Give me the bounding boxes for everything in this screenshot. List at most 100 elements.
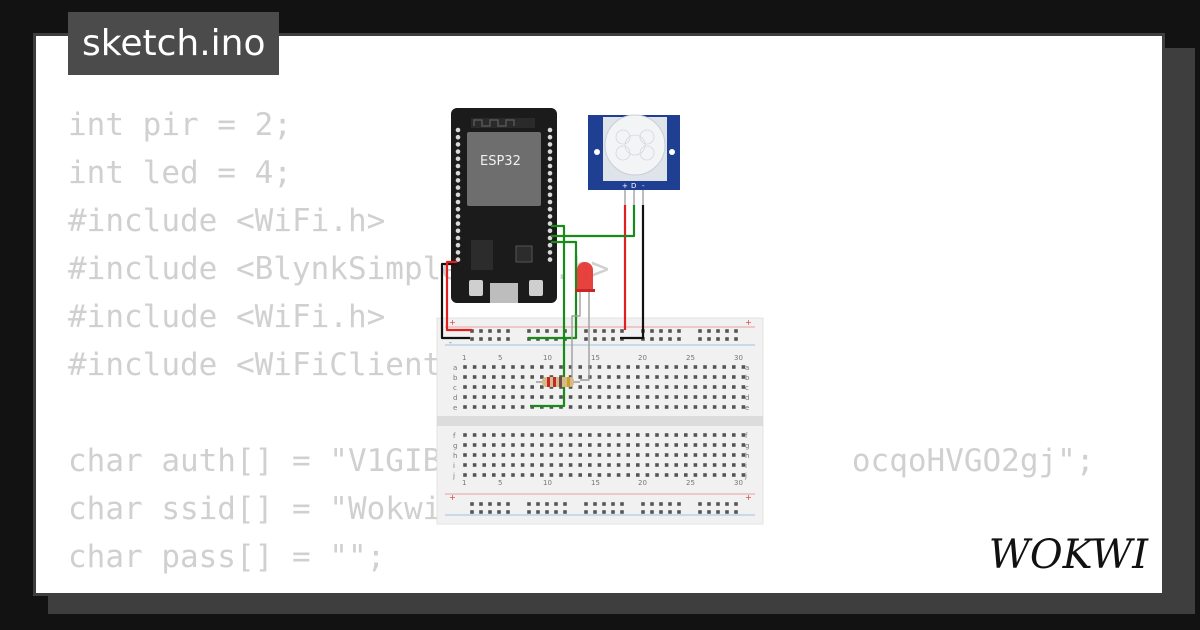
breadboard-hole (488, 337, 492, 341)
column-number: 20 (638, 479, 647, 487)
breadboard-hole (722, 443, 726, 447)
esp32-pin (547, 134, 553, 140)
breadboard-hole (511, 375, 515, 379)
breadboard-hole (488, 502, 492, 506)
circuit-diagram: + + - + + 1 5 10 15 20 25 30 1 5 10 15 2… (436, 108, 764, 525)
breadboard-hole (698, 510, 702, 514)
breadboard-hole (482, 443, 486, 447)
breadboard-hole (650, 337, 654, 341)
filename-tab[interactable]: sketch.ino (68, 12, 280, 75)
breadboard-hole (732, 473, 736, 477)
breadboard-hole (568, 453, 573, 457)
red-led[interactable] (575, 262, 595, 292)
breadboard-hole (741, 453, 746, 457)
breadboard-hole (492, 385, 496, 389)
breadboard-hole (472, 385, 477, 389)
breadboard-hole (520, 473, 525, 477)
wire-green-pin4[interactable] (530, 224, 566, 408)
breadboard-hole (497, 329, 501, 333)
breadboard-hole (501, 453, 506, 457)
breadboard-hole (511, 395, 515, 399)
esp32-pin (547, 250, 553, 255)
breadboard-hole (655, 385, 659, 389)
breadboard-hole (470, 510, 474, 514)
board-label: ESP32 (480, 154, 521, 169)
breadboard-hole (722, 395, 726, 399)
breadboard-hole (588, 453, 592, 457)
breadboard-hole (668, 510, 672, 514)
breadboard-hole (536, 329, 540, 333)
breadboard-hole (636, 473, 640, 477)
breadboard-hole (506, 329, 510, 333)
breadboard-hole (655, 473, 659, 477)
breadboard-hole (664, 385, 669, 389)
breadboard-hole (540, 463, 544, 467)
breadboard-hole (588, 395, 592, 399)
breadboard-hole (540, 443, 544, 447)
breadboard-hole (530, 395, 534, 399)
row-letter: c (745, 384, 749, 392)
breadboard-hole (693, 375, 698, 379)
breadboard-hole (674, 433, 678, 437)
breadboard-hole (684, 463, 688, 467)
breadboard-hole (584, 510, 588, 514)
breadboard-hole (588, 405, 592, 409)
breadboard-hole (568, 365, 573, 369)
pir-pin-label: + (622, 182, 628, 190)
breadboard-hole (664, 443, 669, 447)
esp32-board[interactable]: ESP32 (451, 108, 557, 303)
breadboard-hole (641, 510, 645, 514)
breadboard-hole (693, 433, 698, 437)
breadboard-hole (593, 510, 597, 514)
breadboard-hole (655, 463, 659, 467)
column-number: 30 (734, 354, 743, 362)
breadboard-hole (674, 463, 678, 467)
breadboard-hole (732, 405, 736, 409)
wire-black-pir-gnd[interactable] (620, 205, 645, 340)
breadboard-hole (584, 502, 588, 506)
breadboard-hole (578, 473, 582, 477)
breadboard-hole (693, 365, 698, 369)
breadboard-hole (626, 473, 630, 477)
esp32-pin (547, 185, 553, 190)
breadboard-hole (482, 395, 486, 399)
breadboard-hole (482, 463, 486, 467)
breadboard-hole (588, 365, 592, 369)
row-letter: c (453, 384, 457, 392)
breadboard-hole (655, 395, 659, 399)
breadboard-hole (645, 453, 650, 457)
breadboard-hole (636, 463, 640, 467)
breadboard-hole (674, 375, 678, 379)
code-line: char ssid[] = "Wokwi (68, 491, 442, 527)
breadboard-hole (492, 473, 496, 477)
breadboard-hole (568, 433, 573, 437)
row-letter: e (745, 404, 749, 412)
breadboard-hole (664, 463, 669, 467)
wire-black-gnd[interactable] (440, 262, 470, 340)
esp32-pin (455, 221, 461, 226)
wire-green-pir-out[interactable] (551, 205, 636, 238)
breadboard-hole (664, 433, 669, 437)
resistor[interactable] (536, 377, 580, 387)
breadboard-hole (470, 337, 474, 341)
column-number: 25 (686, 479, 695, 487)
breadboard-hole (698, 329, 702, 333)
breadboard-hole (655, 433, 659, 437)
breadboard-hole (511, 385, 515, 389)
breadboard-hole (568, 405, 573, 409)
code-line: #include <WiFi.h> (68, 203, 386, 239)
breadboard-hole (732, 463, 736, 467)
breadboard-hole (501, 375, 506, 379)
breadboard-hole (616, 453, 621, 457)
breadboard-hole (741, 405, 746, 409)
wire-red-vin[interactable] (445, 260, 472, 332)
breadboard-hole (472, 365, 477, 369)
breadboard-hole (655, 375, 659, 379)
breadboard-hole (732, 433, 736, 437)
breadboard-hole (664, 375, 669, 379)
breadboard-hole (732, 365, 736, 369)
code-line: char auth[] = "V1GIB ocqoHVGO2gj"; (68, 443, 1095, 479)
breadboard-hole (540, 473, 544, 477)
pir-sensor[interactable]: + D - (588, 114, 680, 205)
breadboard-hole (536, 510, 540, 514)
